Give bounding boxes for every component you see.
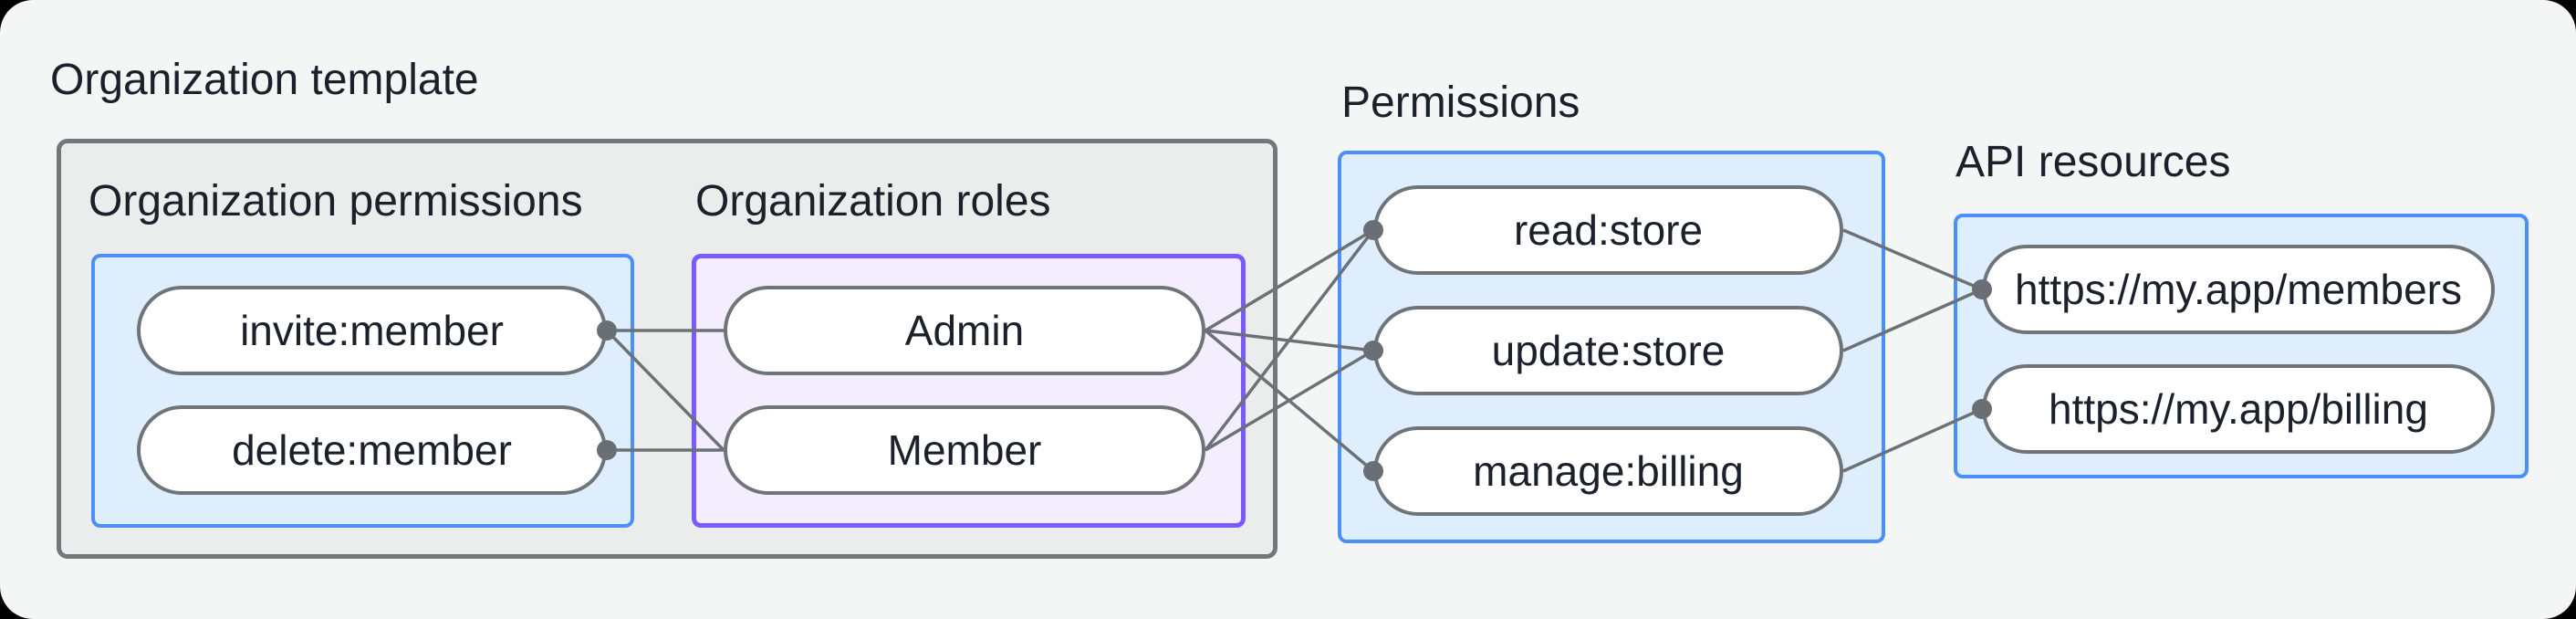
node-update-store: update:store bbox=[1373, 306, 1843, 395]
node-member: Member bbox=[724, 405, 1205, 495]
node-admin: Admin bbox=[724, 286, 1205, 375]
node-invite-member: invite:member bbox=[137, 286, 607, 375]
permissions-label: Permissions bbox=[1341, 79, 1580, 127]
node-manage-billing: manage:billing bbox=[1373, 426, 1843, 516]
node-delete-member: delete:member bbox=[137, 405, 607, 495]
org-template-title: Organization template bbox=[50, 56, 479, 104]
api-resources-label: API resources bbox=[1955, 138, 2231, 186]
org-roles-label: Organization roles bbox=[695, 177, 1051, 226]
org-permissions-label: Organization permissions bbox=[89, 177, 583, 226]
node-api-members: https://my.app/members bbox=[1982, 245, 2495, 334]
node-read-store: read:store bbox=[1373, 185, 1843, 275]
node-api-billing: https://my.app/billing bbox=[1982, 364, 2495, 454]
